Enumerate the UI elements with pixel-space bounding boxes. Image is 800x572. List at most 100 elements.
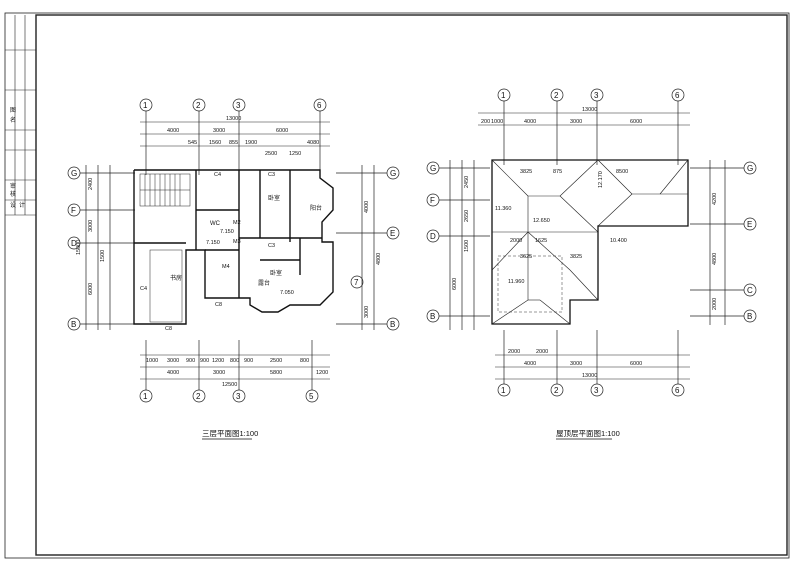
door-M4: M4 [222,264,230,270]
right-top-axes [497,88,685,165]
roof-axis-right-B: B [747,312,752,321]
left-top-detail-2: 1560 [209,140,221,146]
title-block-row-6: 计 [19,201,25,209]
roof-bottom-detail-1: 2000 [508,349,520,355]
roof-axis-right-G: G [747,164,753,173]
roof-ridge-lines [491,159,689,325]
axis-top-6: 6 [317,101,322,110]
left-bottom-detail-1: 1000 [146,358,158,364]
title-block-row-1: 图 [10,107,16,114]
left-side-axes [67,165,135,331]
roof-plan: 1 2 3 6 13000 200 1000 4000 3000 6000 [426,88,757,440]
left-bottom-detail-4: 900 [200,358,209,364]
roof-axis-top-3: 3 [594,91,599,100]
left-top-seg-1: 4000 [167,128,179,134]
title-block-row-4: 核 [10,190,16,198]
roof-axis-bottom-2: 2 [554,386,559,395]
left-bottom-seg-4: 1200 [316,370,328,376]
roof-axis-bottom-3: 3 [594,386,599,395]
axis-bottom-3: 3 [236,392,241,401]
left-bottom-axes [139,340,319,403]
left-top-seg-2: 3000 [213,128,225,134]
left-right-axes [336,165,400,331]
right-bottom-dimension-lines [495,354,690,380]
roof-axis-top-6: 6 [675,91,680,100]
title-block-row-2: 名 [10,116,16,124]
left-top-detail-7: 4080 [307,140,319,146]
axis-top-3: 3 [236,101,241,110]
roof-right-dim-1: 4200 [712,193,718,205]
roof-elev-4: 11.960 [508,279,524,285]
axis-right-E: E [390,229,395,238]
left-top-detail-1: 545 [188,140,197,146]
roof-top-seg-5: 6000 [630,119,642,125]
left-bottom-overall: 12500 [222,382,237,388]
roof-inner-7: 3825 [570,254,582,260]
axis-right-B: B [390,320,395,329]
left-bottom-detail-8: 2500 [270,358,282,364]
axis-left-F: F [71,206,76,215]
roof-left-dim-3: 1500 [464,240,470,252]
left-bottom-detail-9: 800 [300,358,309,364]
roof-axis-top-2: 2 [554,91,559,100]
left-top-dimension-lines [140,121,330,147]
roof-axis-bottom-6: 6 [675,386,680,395]
left-right-dim-2: 4000 [364,201,370,213]
left-bottom-detail-2: 3000 [167,358,179,364]
axis-top-1: 1 [143,101,148,110]
roof-left-dim-4: 6000 [452,278,458,290]
left-bottom-detail-3: 900 [186,358,195,364]
left-plan-title: 三层平面图1:100 [202,429,258,438]
left-top-detail-5: 2500 [265,151,277,157]
title-block-row-5: 设 [10,201,16,209]
roof-plan-title: 屋顶层平面图1:100 [556,429,620,438]
axis-bottom-1: 1 [143,392,148,401]
left-top-detail-4: 1900 [245,140,257,146]
roof-top-overall: 13000 [582,107,597,113]
roof-bottom-seg-2: 3000 [570,361,582,367]
left-top-axes [139,98,327,175]
left-top-detail-6: 1250 [289,151,301,157]
room-bedroom-1: 卧室 [268,194,280,202]
inner-frame [35,14,788,556]
roof-top-seg-2: 1000 [491,119,503,125]
door-M2: M2 [233,220,241,226]
axis-bottom-2: 2 [196,392,201,401]
left-bottom-detail-5: 1200 [212,358,224,364]
room-bedroom-2: 卧室 [270,269,282,277]
roof-bottom-overall: 13000 [582,373,597,379]
left-right-dim-3: 4800 [376,253,382,265]
left-dim-2: 3000 [88,220,94,232]
left-bottom-seg-2: 3000 [213,370,225,376]
axis-left-D: D [71,239,77,248]
third-floor-plan: 1 2 3 6 13000 4000 3000 6000 545 1560 85… [67,98,400,440]
window-C4: C4 [214,172,221,178]
elev-3: 7.050 [280,290,294,296]
roof-inner-1: 3825 [520,169,532,175]
roof-inner-3: 8500 [616,169,628,175]
roof-elev-2: 12.650 [533,218,550,224]
left-dim-3: 1500 [100,250,106,262]
left-bottom-seg-3: 5800 [270,370,282,376]
roof-bottom-detail-2: 2000 [536,349,548,355]
roof-elev-5: 12.170 [598,171,604,188]
roof-left-dim-2: 2650 [464,210,470,222]
roof-dashed-outline [497,255,563,313]
roof-axis-bottom-1: 1 [501,386,506,395]
roof-inner-5: 2000 [510,238,522,244]
roof-inner-6: 1625 [535,238,547,244]
roof-axis-left-D: D [430,232,436,241]
left-bottom-detail-6: 800 [230,358,239,364]
left-bottom-seg-1: 4000 [167,370,179,376]
window-C8-mid: C8 [215,302,222,308]
room-balcony: 阳台 [310,204,322,212]
outer-frame [4,12,790,559]
door-M3: M3 [233,239,241,245]
left-plan-walls [133,169,334,325]
title-block-row-3: 审 [10,182,16,190]
room-terrace: 露台 [258,279,270,287]
roof-right-dim-3: 2000 [712,298,718,310]
axis-right-G: G [390,169,396,178]
